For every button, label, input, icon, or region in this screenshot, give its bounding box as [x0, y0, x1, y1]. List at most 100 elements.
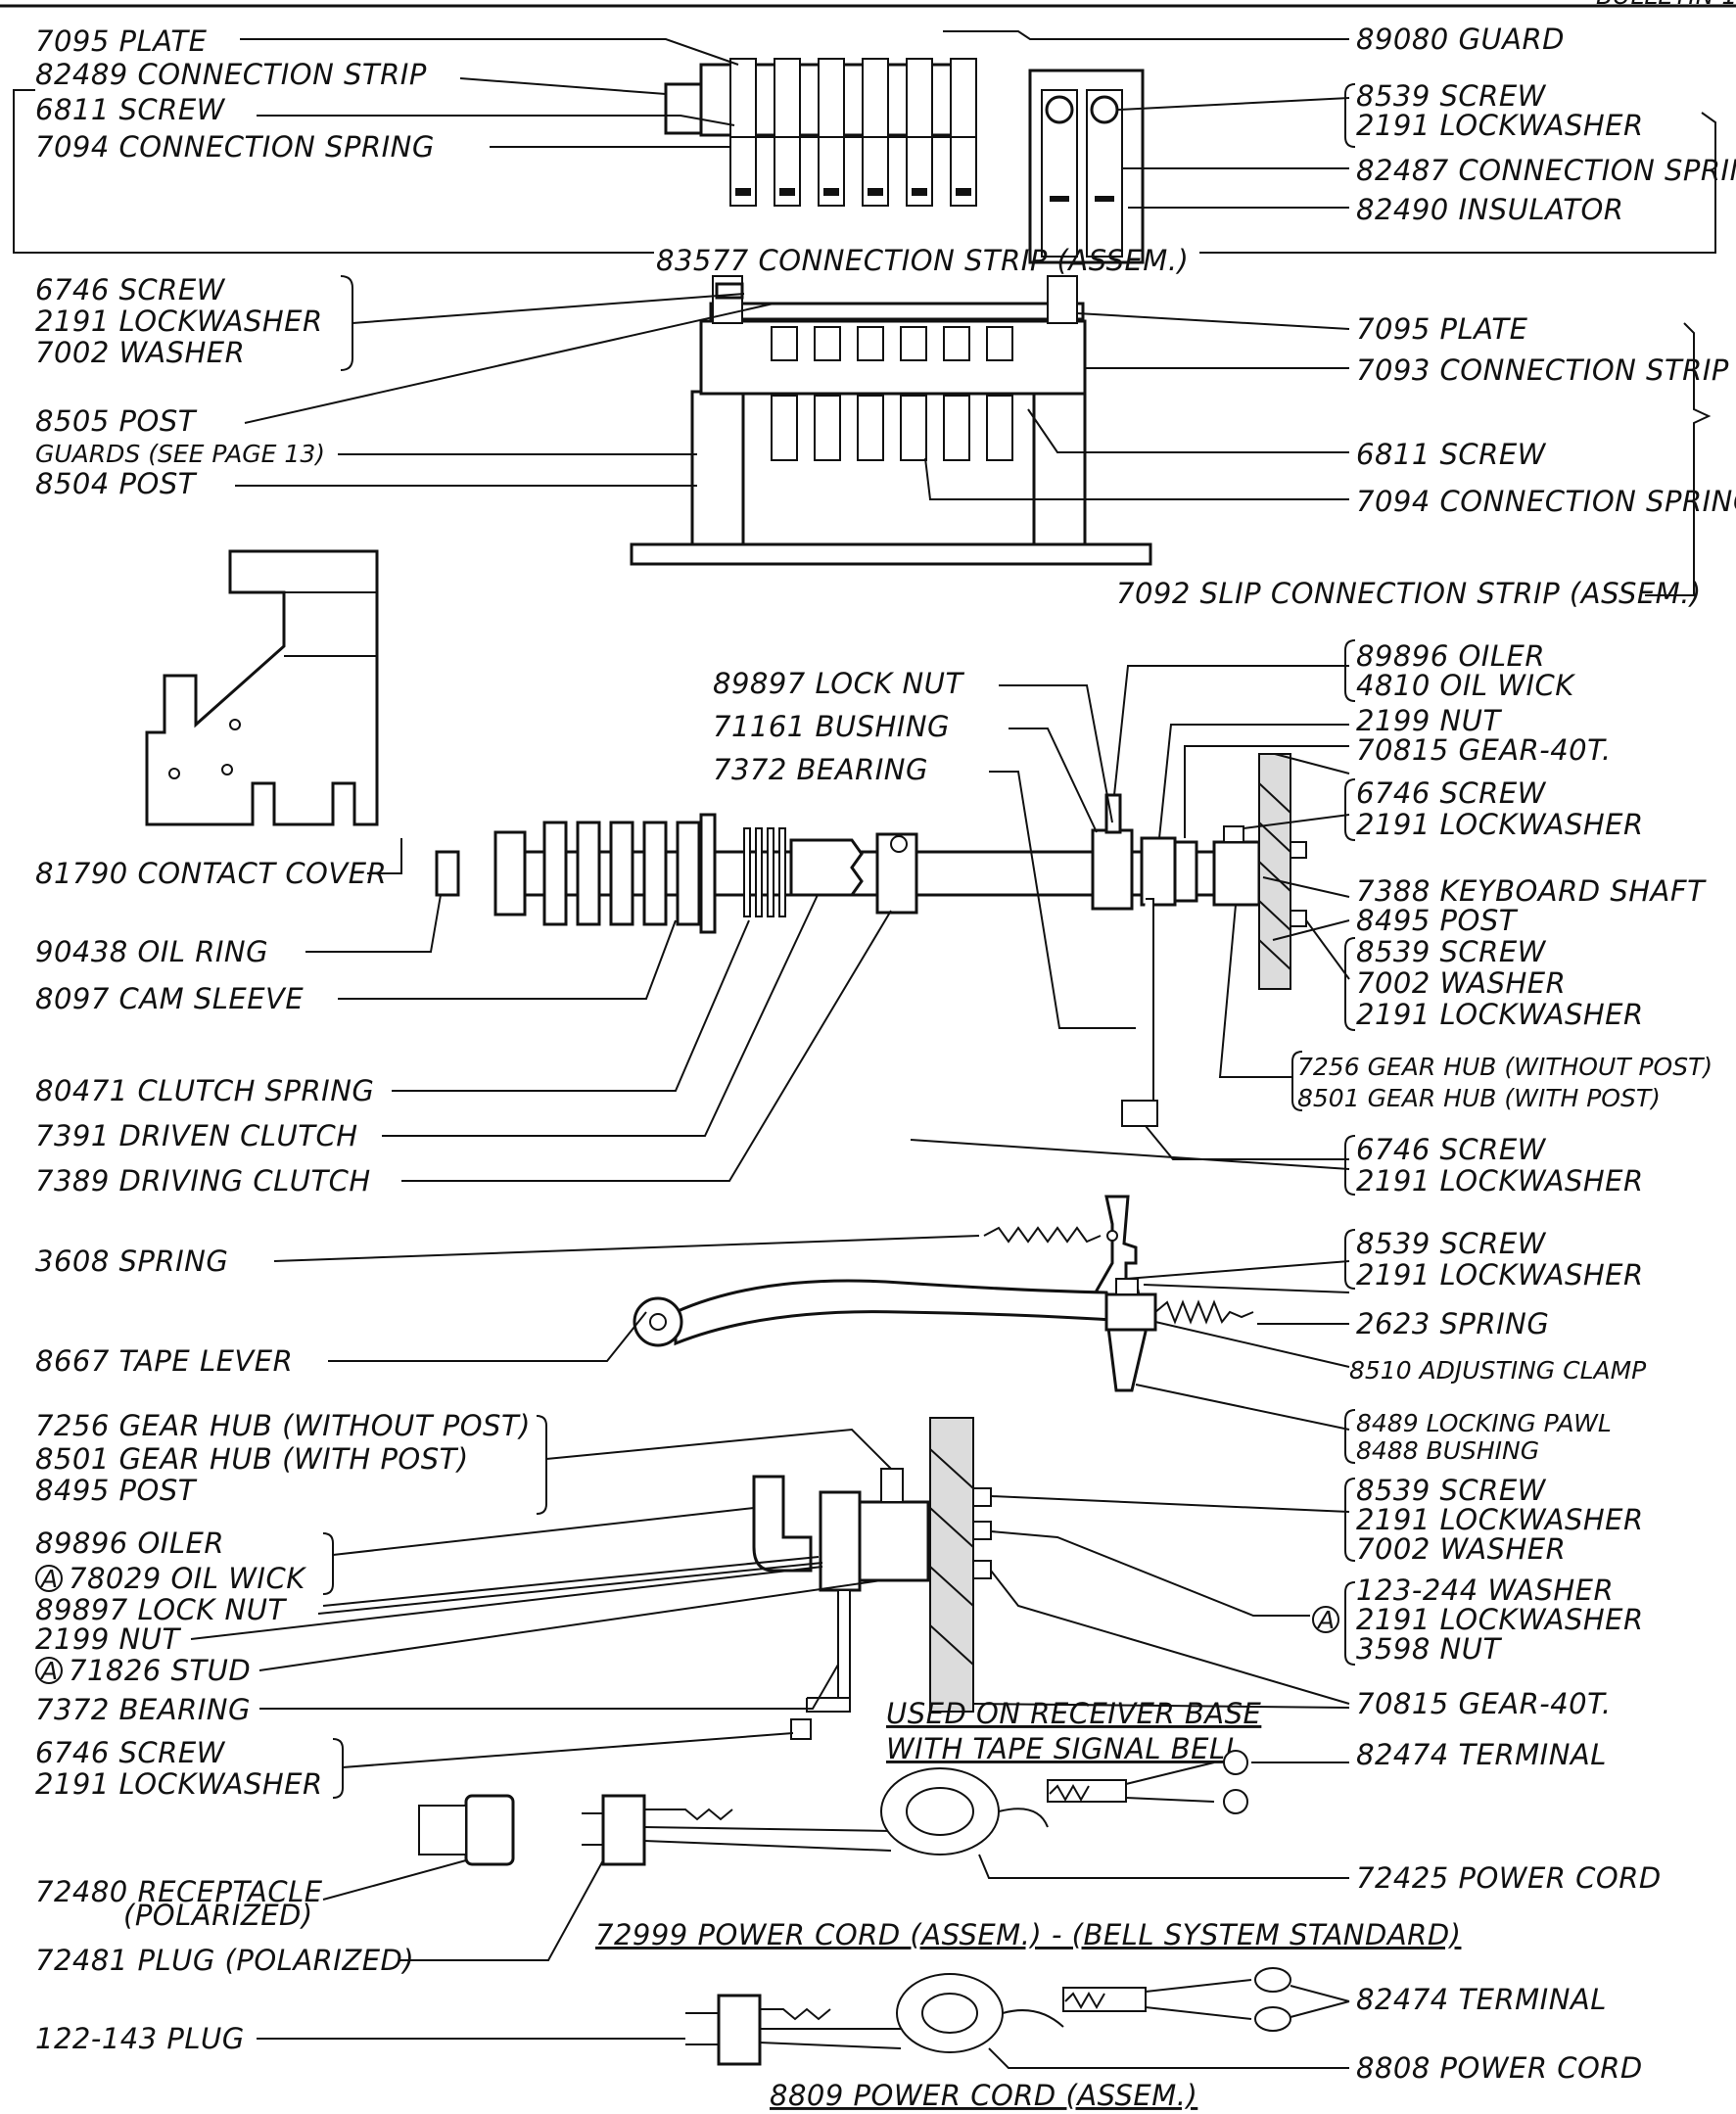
spring-3608	[983, 1226, 1102, 1244]
label-7094-connection-spring: 7094 CONNECTION SPRING	[1356, 485, 1736, 518]
screw-8539-a	[1045, 95, 1074, 124]
label-8501-gear-hub-with-post: 8501 GEAR HUB (WITH POST)	[35, 1442, 469, 1476]
circle-a-letter-2: A	[39, 1657, 58, 1685]
label-3598-nut: 3598 NUT	[1356, 1632, 1502, 1666]
circle-a-mark-2	[35, 1657, 63, 1684]
note-used-on-receiver-base: USED ON RECEIVER BASE	[886, 1697, 1262, 1730]
label-7002-washer: 7002 WASHER	[35, 336, 245, 369]
label-8504-post: 8504 POST	[35, 467, 198, 500]
contact-cover-81790	[145, 549, 379, 826]
oiler-89896	[752, 1475, 813, 1573]
label-4810-oil-wick: 4810 OIL WICK	[1356, 669, 1575, 702]
guard-89080	[943, 30, 1062, 40]
label-2191-lockwasher: 2191 LOCKWASHER	[1356, 1258, 1644, 1292]
label-6811-screw: 6811 SCREW	[35, 93, 226, 126]
brace-pawl-bushing	[1344, 1409, 1356, 1464]
label-89080-guard: 89080 GUARD	[1356, 23, 1565, 56]
label-78029-oil-wick: 78029 OIL WICK	[69, 1562, 306, 1595]
label-7391-driven-clutch: 7391 DRIVEN CLUTCH	[35, 1119, 358, 1152]
label-70815-gear-40t: 70815 GEAR-40T.	[1356, 733, 1612, 767]
driven-clutch-7391	[789, 838, 864, 897]
label-2191-lockwasher: 2191 LOCKWASHER	[35, 305, 323, 338]
label-72480-receptacle: 72480 RECEPTACLE	[35, 1875, 323, 1908]
brace-screw-washer-lockwasher	[1344, 937, 1356, 1031]
label-70815-gear-40t: 70815 GEAR-40T.	[1356, 1687, 1612, 1720]
label-7095-plate: 7095 PLATE	[1356, 312, 1528, 346]
circle-a-mark-3	[1312, 1606, 1339, 1633]
label-82490-insulator: 82490 INSULATOR	[1356, 193, 1623, 226]
label-80471-clutch-spring: 80471 CLUTCH SPRING	[35, 1074, 374, 1107]
label-7388-keyboard-shaft: 7388 KEYBOARD SHAFT	[1356, 874, 1707, 908]
label-72999-power-cord-assem: 72999 POWER CORD (ASSEM.) - (BELL SYSTEM…	[595, 1918, 1461, 1951]
label-82474-terminal: 82474 TERMINAL	[1356, 1738, 1607, 1771]
tape-lever-drawing	[273, 1195, 1350, 1431]
label-2199-nut: 2199 NUT	[35, 1622, 181, 1656]
slip-connection-strip-drawing	[235, 275, 1712, 596]
label-2191-lockwasher-3: 2191 LOCKWASHER	[1356, 1164, 1644, 1198]
keyboard-shaft-drawing	[145, 549, 1350, 1182]
label-89897-lock-nut: 89897 LOCK NUT	[35, 1593, 287, 1626]
label-7092-slip-connection-strip-assem: 7092 SLIP CONNECTION STRIP (ASSEM.)	[1116, 577, 1702, 610]
bearing-7372	[819, 1490, 862, 1592]
label-guards-see-page-13: GUARDS (SEE PAGE 13)	[35, 440, 325, 468]
connection-strip-83577-drawing	[13, 30, 1716, 264]
circle-a-mark	[35, 1565, 63, 1592]
label-8667-tape-lever: 8667 TAPE LEVER	[35, 1344, 293, 1378]
label-8495-post: 8495 POST	[35, 1474, 198, 1507]
bulletin-number: BULLETIN 1057	[1596, 0, 1736, 10]
adjusting-clamp-8510	[1104, 1292, 1157, 1332]
label-82487-connection-spring: 82487 CONNECTION SPRING	[1356, 154, 1736, 187]
gear-40t-70815	[1258, 753, 1291, 990]
screw-8539	[972, 1487, 992, 1507]
connection-strip-end	[664, 82, 703, 135]
brace-washer-nut	[1344, 1581, 1356, 1666]
slip-springs-row	[771, 326, 1013, 461]
tape-lever-8667	[674, 1279, 1114, 1346]
label-8539-screw: 8539 SCREW	[1356, 1474, 1547, 1507]
slip-base-plate	[630, 542, 1152, 566]
label-8488-bushing: 8488 BUSHING	[1356, 1436, 1539, 1465]
label-7372-bearing: 7372 BEARING	[713, 753, 928, 786]
power-cord-72999-drawing	[322, 1750, 1349, 1961]
label-7389-driving-clutch: 7389 DRIVING CLUTCH	[35, 1164, 371, 1198]
oil-ring-90438	[435, 850, 460, 897]
label-71161-bushing: 71161 BUSHING	[713, 710, 950, 743]
label-8097-cam-sleeve: 8097 CAM SLEEVE	[35, 982, 304, 1015]
label-2191-lockwasher-2: 2191 LOCKWASHER	[1356, 998, 1644, 1031]
label-83577-connection-strip-assem: 83577 CONNECTION STRIP (ASSEM.)	[656, 244, 1189, 277]
label-82474-terminal-2: 82474 TERMINAL	[1356, 1983, 1607, 2016]
label-82489-connection-strip: 82489 CONNECTION STRIP	[35, 58, 427, 91]
spring-2623	[1154, 1299, 1254, 1325]
label-6811-screw: 6811 SCREW	[1356, 438, 1547, 471]
plug-72481	[601, 1794, 646, 1866]
label-90438-oil-ring: 90438 OIL RING	[35, 935, 268, 968]
label-7002-washer: 7002 WASHER	[1356, 1532, 1566, 1566]
screw-6746	[790, 1718, 812, 1740]
gear-hub-7256	[858, 1500, 930, 1582]
clutch-spring-80471	[743, 827, 786, 917]
brace-screw-lockwasher-b	[1344, 778, 1356, 841]
plate-7095	[709, 302, 1085, 321]
label-7256-gear-hub-without-post: 7256 GEAR HUB (WITHOUT POST)	[1297, 1053, 1713, 1081]
terminal-82474-b	[1223, 1789, 1248, 1814]
label-polarized: (POLARIZED)	[123, 1899, 313, 1932]
post-8505-right	[1047, 275, 1078, 324]
screw-8539	[1115, 1278, 1139, 1295]
gear-hub-7256	[1212, 840, 1261, 907]
brace-screw-lockwasher	[1344, 83, 1356, 148]
brace-gear-hub	[1291, 1051, 1303, 1111]
nut-2199	[1173, 840, 1198, 903]
label-123-244-washer: 123-244 WASHER	[1356, 1574, 1614, 1607]
terminal-82474-a	[1223, 1750, 1248, 1775]
nut-3598	[972, 1560, 992, 1579]
label-7095-plate: 7095 PLATE	[35, 24, 208, 58]
label-2199-nut: 2199 NUT	[1356, 704, 1502, 737]
circle-a-letter: A	[39, 1565, 58, 1593]
brace-screw-lockwasher-washer	[1344, 1478, 1356, 1562]
label-6746-screw: 6746 SCREW	[1356, 776, 1547, 810]
label-2191-lockwasher: 2191 LOCKWASHER	[1356, 1503, 1644, 1536]
screw-8539-b	[1090, 95, 1119, 124]
bearing-7372	[1126, 898, 1154, 1127]
label-8510-adjusting-clamp: 8510 ADJUSTING CLAMP	[1349, 1356, 1647, 1385]
